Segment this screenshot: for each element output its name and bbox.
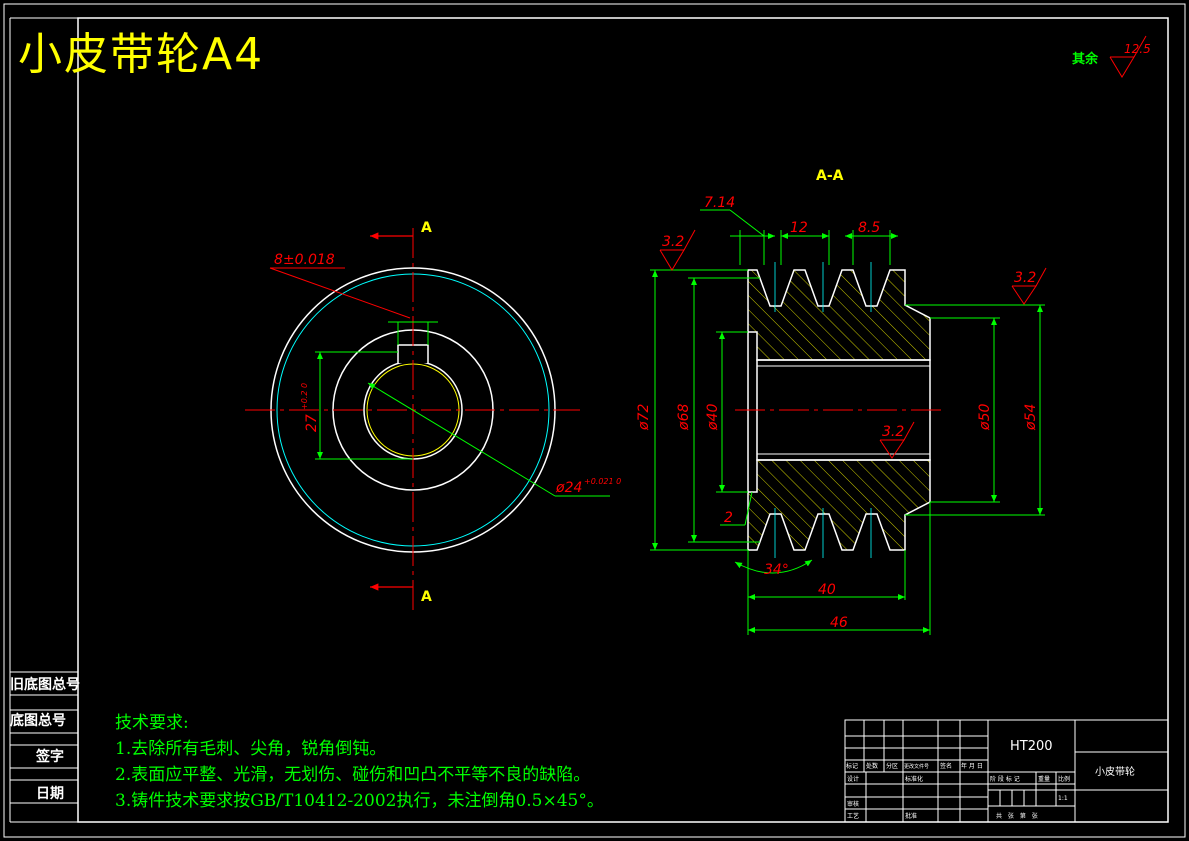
tb-zone: 分区 (886, 762, 898, 770)
tb-standardization: 标准化 (905, 775, 923, 783)
end-view (245, 228, 610, 610)
side-label-old-base: 旧底图总号 (10, 677, 80, 693)
side-label-signature: 签字 (36, 749, 64, 765)
tb-weight: 重量 (1038, 775, 1050, 783)
part-name: 小皮带轮 (1095, 765, 1135, 778)
title-block-lines (844, 719, 1169, 823)
tb-sheet-info: 共 张 第 张 (996, 812, 1040, 820)
note-item: 2.表面应平整、光滑，无划伤、碰伤和凹凸不平等不良的缺陷。 (115, 765, 591, 785)
roughness-remaining-label: 其余 (1072, 51, 1099, 67)
roughness-remaining-value: 12.5 (1124, 42, 1151, 56)
notes-heading: 技术要求: (115, 713, 189, 733)
tb-sign: 签名 (940, 762, 952, 770)
tb-approve: 批准 (905, 812, 917, 820)
tb-designer: 设计 (847, 775, 859, 783)
cut-mark-bottom: A (421, 589, 432, 605)
note-item: 3.铸件技术要求按GB/T10412-2002执行，未注倒角0.5×45°。 (115, 791, 604, 811)
dim-groove-edge: 7.14 (704, 195, 735, 211)
dim-bore: ø24 (555, 480, 582, 496)
tb-scale: 1:1 (1058, 795, 1068, 802)
tb-checker: 审核 (847, 800, 859, 808)
side-label-date: 日期 (36, 786, 64, 802)
tb-date: 年 月 日 (961, 762, 983, 770)
cut-mark-top: A (421, 220, 432, 236)
tb-mark: 标记 (846, 762, 858, 770)
roughness-value-3: 3.2 (882, 424, 904, 440)
side-label-base: 底图总号 (10, 713, 66, 729)
dim-angle: 34° (764, 562, 789, 578)
dim-hub-50: ø50 (977, 404, 993, 431)
technical-requirements: 技术要求: 1.去除所有毛刺、尖角，锐角倒钝。 2.表面应平整、光滑，无划伤、碰… (115, 710, 604, 814)
drawing-title: 小皮带轮A4 (18, 29, 265, 80)
dim-hub-54: ø54 (1023, 404, 1039, 431)
roughness-symbols (659, 35, 1147, 459)
tb-stage: 阶 段 标 记 (990, 775, 1020, 783)
dim-keyway-depth: 27 (304, 414, 320, 432)
dim-pd: ø68 (676, 404, 692, 431)
dim-bore-tol: +0.021 0 (584, 477, 621, 486)
dim-groove-width: 8.5 (858, 220, 880, 236)
dim-keyway-width: 8±0.018 (274, 252, 335, 268)
section-view (650, 35, 1147, 635)
outer-frame (3, 3, 1186, 838)
section-view-label: A-A (816, 168, 844, 184)
tb-count: 处数 (866, 762, 878, 770)
tb-change: 更改文件号 (904, 763, 929, 770)
roughness-value-1: 3.2 (662, 234, 684, 250)
dim-len-46: 46 (830, 615, 848, 631)
inner-frame (77, 17, 1169, 823)
dim-chamfer: 2 (724, 510, 733, 526)
tb-process: 工艺 (847, 812, 859, 820)
side-table-lines (10, 671, 78, 804)
dim-od: ø72 (636, 404, 652, 431)
dim-keyway-depth-tol: +0.2 0 (300, 383, 309, 410)
roughness-value-2: 3.2 (1014, 270, 1036, 286)
note-item: 1.去除所有毛刺、尖角，锐角倒钝。 (115, 739, 387, 759)
dim-hub-bore: ø40 (705, 404, 721, 431)
tb-ratio: 比例 (1058, 775, 1070, 783)
dim-pitch: 12 (790, 220, 808, 236)
dim-len-40: 40 (818, 582, 836, 598)
material: HT200 (1010, 739, 1053, 754)
